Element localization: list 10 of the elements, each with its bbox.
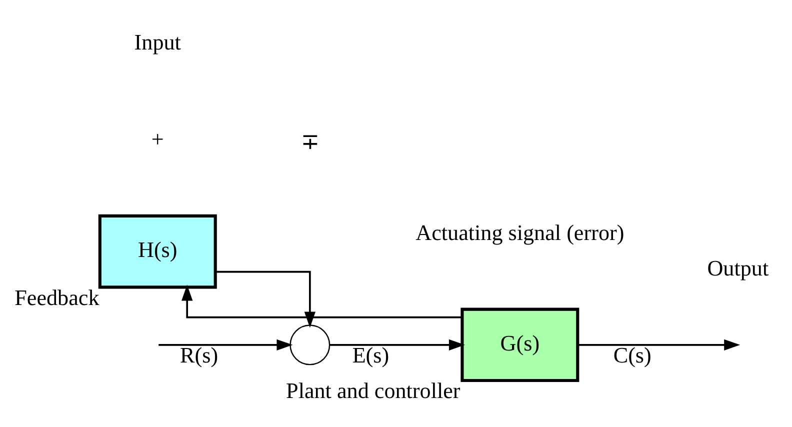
label: Input: [134, 29, 180, 54]
node-label: Plant and controller: [286, 378, 460, 404]
node-label: Feedback: [14, 284, 99, 310]
label: ∓: [300, 128, 318, 154]
edge-label: C(s): [612, 342, 651, 368]
label: Output: [706, 255, 768, 280]
label: Actuating signal (error): [415, 220, 624, 245]
label: +: [150, 126, 164, 152]
edge-label: R(s): [180, 342, 218, 368]
edge-label: E(s): [352, 342, 389, 368]
